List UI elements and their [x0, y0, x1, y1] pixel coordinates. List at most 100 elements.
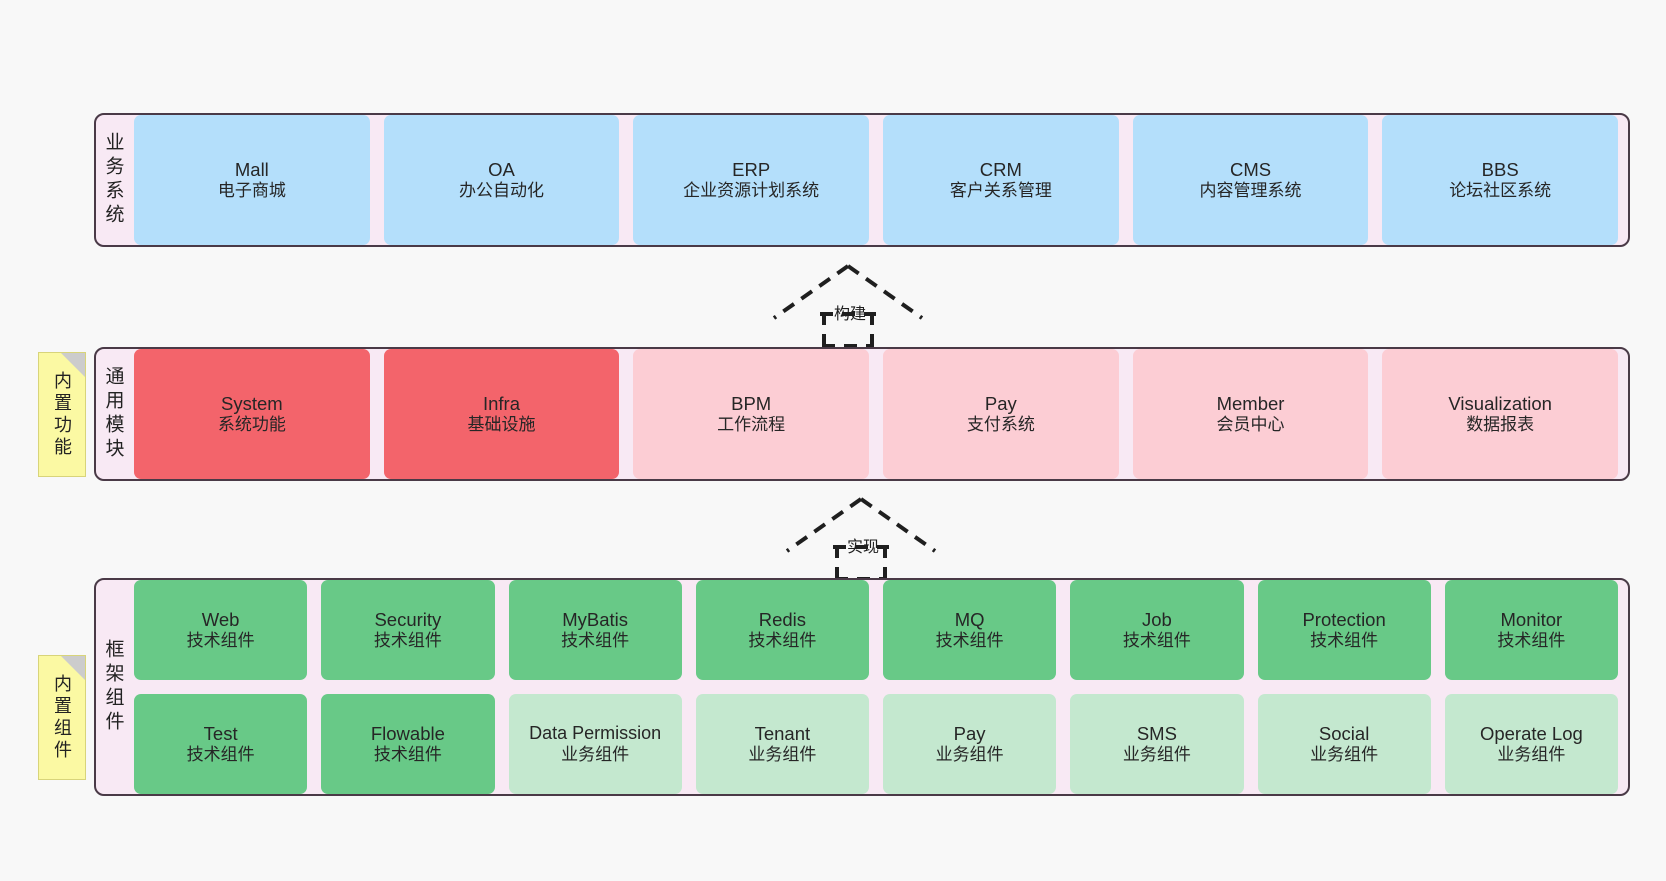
card-title-en: ERP — [732, 159, 771, 181]
layer-common-title: 通用模块 — [102, 366, 124, 462]
layer-framework-row-business: Test 技术组件 Flowable 技术组件 Data Permission … — [134, 694, 1618, 794]
card-title-en: Redis — [758, 609, 807, 631]
card-sms[interactable]: SMS 业务组件 — [1070, 694, 1244, 794]
card-pay-module[interactable]: Pay 支付系统 — [883, 349, 1119, 479]
card-title-en: Visualization — [1448, 393, 1552, 415]
note-builtin-function: 内置功能 — [38, 352, 86, 477]
card-title-en: CRM — [979, 159, 1022, 181]
card-title-en: SMS — [1136, 723, 1177, 745]
note-builtin-component: 内置组件 — [38, 655, 86, 780]
card-title-en: Pay — [984, 393, 1017, 415]
card-title-en: Infra — [482, 393, 521, 415]
card-security[interactable]: Security 技术组件 — [321, 580, 495, 680]
card-title-en: Web — [201, 609, 240, 631]
card-title-en: Monitor — [1500, 609, 1563, 631]
card-title-cn: 工作流程 — [717, 414, 786, 434]
card-title-en: BPM — [731, 393, 772, 415]
card-title-cn: 技术组件 — [373, 630, 442, 650]
card-data-permission[interactable]: Data Permission 业务组件 — [508, 694, 682, 794]
card-title-en: Member — [1216, 393, 1285, 415]
card-title-cn: 企业资源计划系统 — [683, 180, 820, 200]
card-title-en: Security — [374, 609, 442, 631]
card-title-en: CMS — [1229, 159, 1272, 181]
card-title-cn: 技术组件 — [935, 630, 1004, 650]
connector-implement-label: 实现 — [846, 539, 880, 556]
card-title-cn: 基础设施 — [467, 414, 536, 434]
layer-framework-title: 框架组件 — [102, 639, 124, 735]
layer-business: 业务系统 Mall 电子商城 OA 办公自动化 ERP 企业资源计划系统 CRM… — [94, 113, 1630, 247]
card-tenant[interactable]: Tenant 业务组件 — [695, 694, 869, 794]
connector-build-label: 构建 — [833, 306, 867, 323]
card-web[interactable]: Web 技术组件 — [134, 580, 308, 680]
note-builtin-component-label: 内置组件 — [52, 673, 72, 762]
card-title-cn: 业务组件 — [1122, 744, 1191, 764]
connector-build: 构建 — [760, 262, 940, 348]
card-social[interactable]: Social 业务组件 — [1257, 694, 1431, 794]
card-flowable[interactable]: Flowable 技术组件 — [321, 694, 495, 794]
layer-common-body: System 系统功能 Infra 基础设施 BPM 工作流程 Pay 支付系统… — [130, 349, 1628, 479]
card-title-cn: 内容管理系统 — [1199, 180, 1302, 200]
card-title-cn: 技术组件 — [561, 630, 630, 650]
card-title-cn: 技术组件 — [186, 744, 255, 764]
layer-common-row: System 系统功能 Infra 基础设施 BPM 工作流程 Pay 支付系统… — [134, 349, 1619, 479]
card-bbs[interactable]: BBS 论坛社区系统 — [1382, 115, 1619, 245]
card-crm[interactable]: CRM 客户关系管理 — [883, 115, 1119, 245]
card-pay-component[interactable]: Pay 业务组件 — [883, 694, 1057, 794]
card-monitor[interactable]: Monitor 技术组件 — [1444, 580, 1618, 680]
layer-business-title: 业务系统 — [102, 132, 124, 228]
card-oa[interactable]: OA 办公自动化 — [383, 115, 620, 245]
card-title-cn: 技术组件 — [1497, 630, 1566, 650]
card-title-en: Social — [1318, 723, 1370, 745]
card-title-cn: 电子商城 — [217, 180, 286, 200]
card-mybatis[interactable]: MyBatis 技术组件 — [508, 580, 682, 680]
card-test[interactable]: Test 技术组件 — [134, 694, 308, 794]
card-title-cn: 支付系统 — [966, 414, 1035, 434]
card-title-cn: 业务组件 — [1310, 744, 1379, 764]
layer-business-row: Mall 电子商城 OA 办公自动化 ERP 企业资源计划系统 CRM 客户关系… — [134, 115, 1619, 245]
card-infra[interactable]: Infra 基础设施 — [383, 349, 620, 479]
card-protection[interactable]: Protection 技术组件 — [1257, 580, 1431, 680]
card-title-en: Job — [1141, 609, 1172, 631]
card-title-en: MyBatis — [562, 609, 629, 631]
card-operate-log[interactable]: Operate Log 业务组件 — [1444, 694, 1618, 794]
card-title-cn: 业务组件 — [1497, 744, 1566, 764]
card-system[interactable]: System 系统功能 — [134, 349, 370, 479]
card-title-en: System — [220, 393, 283, 415]
card-title-en: MQ — [954, 609, 985, 631]
card-title-cn: 系统功能 — [217, 414, 286, 434]
layer-framework: 框架组件 Web 技术组件 Security 技术组件 MyBatis 技术组件… — [94, 578, 1630, 796]
card-title-cn: 客户关系管理 — [949, 180, 1052, 200]
card-title-en: Operate Log — [1479, 723, 1583, 745]
card-title-cn: 论坛社区系统 — [1449, 180, 1552, 200]
card-title-cn: 技术组件 — [373, 744, 442, 764]
card-title-en: OA — [488, 159, 515, 181]
note-fold-icon — [61, 353, 85, 377]
card-title-en: Flowable — [370, 723, 445, 745]
card-member[interactable]: Member 会员中心 — [1132, 349, 1369, 479]
layer-business-body: Mall 电子商城 OA 办公自动化 ERP 企业资源计划系统 CRM 客户关系… — [130, 115, 1628, 245]
card-job[interactable]: Job 技术组件 — [1070, 580, 1244, 680]
card-visualization[interactable]: Visualization 数据报表 — [1382, 349, 1619, 479]
note-builtin-function-label: 内置功能 — [52, 370, 72, 459]
layer-framework-body: Web 技术组件 Security 技术组件 MyBatis 技术组件 Redi… — [130, 580, 1628, 794]
card-redis[interactable]: Redis 技术组件 — [695, 580, 869, 680]
card-title-cn: 技术组件 — [186, 630, 255, 650]
card-title-cn: 业务组件 — [561, 744, 630, 764]
card-title-cn: 数据报表 — [1466, 414, 1535, 434]
card-title-en: Pay — [953, 723, 986, 745]
note-fold-icon — [61, 656, 85, 680]
connector-implement: 实现 — [773, 495, 953, 581]
card-title-cn: 业务组件 — [748, 744, 817, 764]
card-title-en: Test — [203, 723, 238, 745]
card-mall[interactable]: Mall 电子商城 — [134, 115, 370, 245]
card-title-cn: 业务组件 — [935, 744, 1004, 764]
card-bpm[interactable]: BPM 工作流程 — [633, 349, 870, 479]
card-title-cn: 技术组件 — [1310, 630, 1379, 650]
card-mq[interactable]: MQ 技术组件 — [883, 580, 1057, 680]
layer-common: 通用模块 System 系统功能 Infra 基础设施 BPM 工作流程 Pay… — [94, 347, 1630, 481]
card-title-en: BBS — [1481, 159, 1519, 181]
card-cms[interactable]: CMS 内容管理系统 — [1132, 115, 1369, 245]
card-title-en: Protection — [1302, 609, 1386, 631]
card-erp[interactable]: ERP 企业资源计划系统 — [633, 115, 870, 245]
